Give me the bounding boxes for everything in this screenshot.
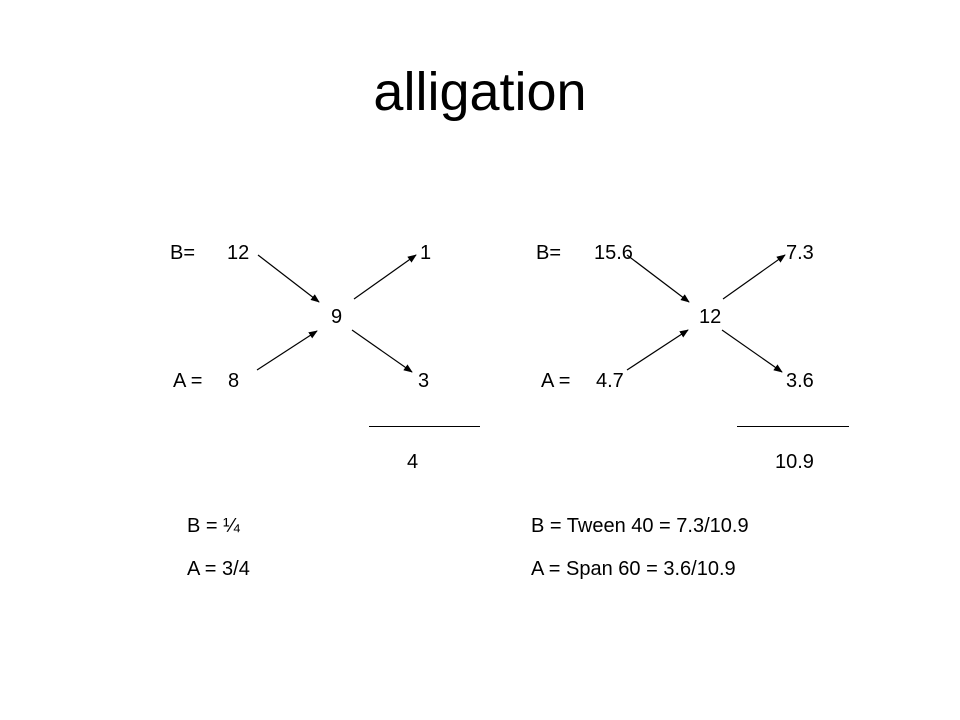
left-b-value: 12 bbox=[227, 242, 250, 264]
left-a-label: A = bbox=[173, 370, 203, 392]
result-right-a: A = Span 60 = 3.6/10.9 bbox=[531, 558, 736, 580]
slide-title: alligation bbox=[373, 62, 587, 122]
left-right-top-value: 1 bbox=[420, 242, 432, 264]
right-total-value: 10.9 bbox=[775, 451, 814, 473]
right-a-label: A = bbox=[541, 370, 571, 392]
arrow-center-to-bottom-left bbox=[351, 329, 413, 373]
arrow-a-to-center-right bbox=[626, 329, 689, 371]
arrow-center-to-bottom-right bbox=[721, 329, 783, 373]
left-right-bottom-value: 3 bbox=[418, 370, 430, 392]
arrow-b-to-center-left bbox=[257, 254, 320, 303]
left-center-value: 9 bbox=[331, 306, 343, 328]
result-left-a: A = 3/4 bbox=[187, 558, 250, 580]
left-a-value: 8 bbox=[228, 370, 240, 392]
arrow-center-to-top-left bbox=[353, 254, 417, 300]
right-center-value: 12 bbox=[699, 306, 722, 328]
right-b-value: 15.6 bbox=[594, 242, 633, 264]
arrow-a-to-center-left bbox=[256, 330, 318, 371]
arrow-b-to-center-right bbox=[626, 254, 690, 303]
left-total-value: 4 bbox=[407, 451, 419, 473]
result-right-b: B = Tween 40 = 7.3/10.9 bbox=[531, 515, 749, 537]
left-b-label: B= bbox=[170, 242, 196, 264]
result-left-b: B = ¼ bbox=[187, 515, 240, 537]
arrow-center-to-top-right bbox=[722, 254, 786, 300]
right-right-bottom-value: 3.6 bbox=[786, 370, 814, 392]
left-sum-line bbox=[369, 426, 480, 427]
right-right-top-value: 7.3 bbox=[786, 242, 814, 264]
right-sum-line bbox=[737, 426, 849, 427]
right-a-value: 4.7 bbox=[596, 370, 624, 392]
right-b-label: B= bbox=[536, 242, 562, 264]
